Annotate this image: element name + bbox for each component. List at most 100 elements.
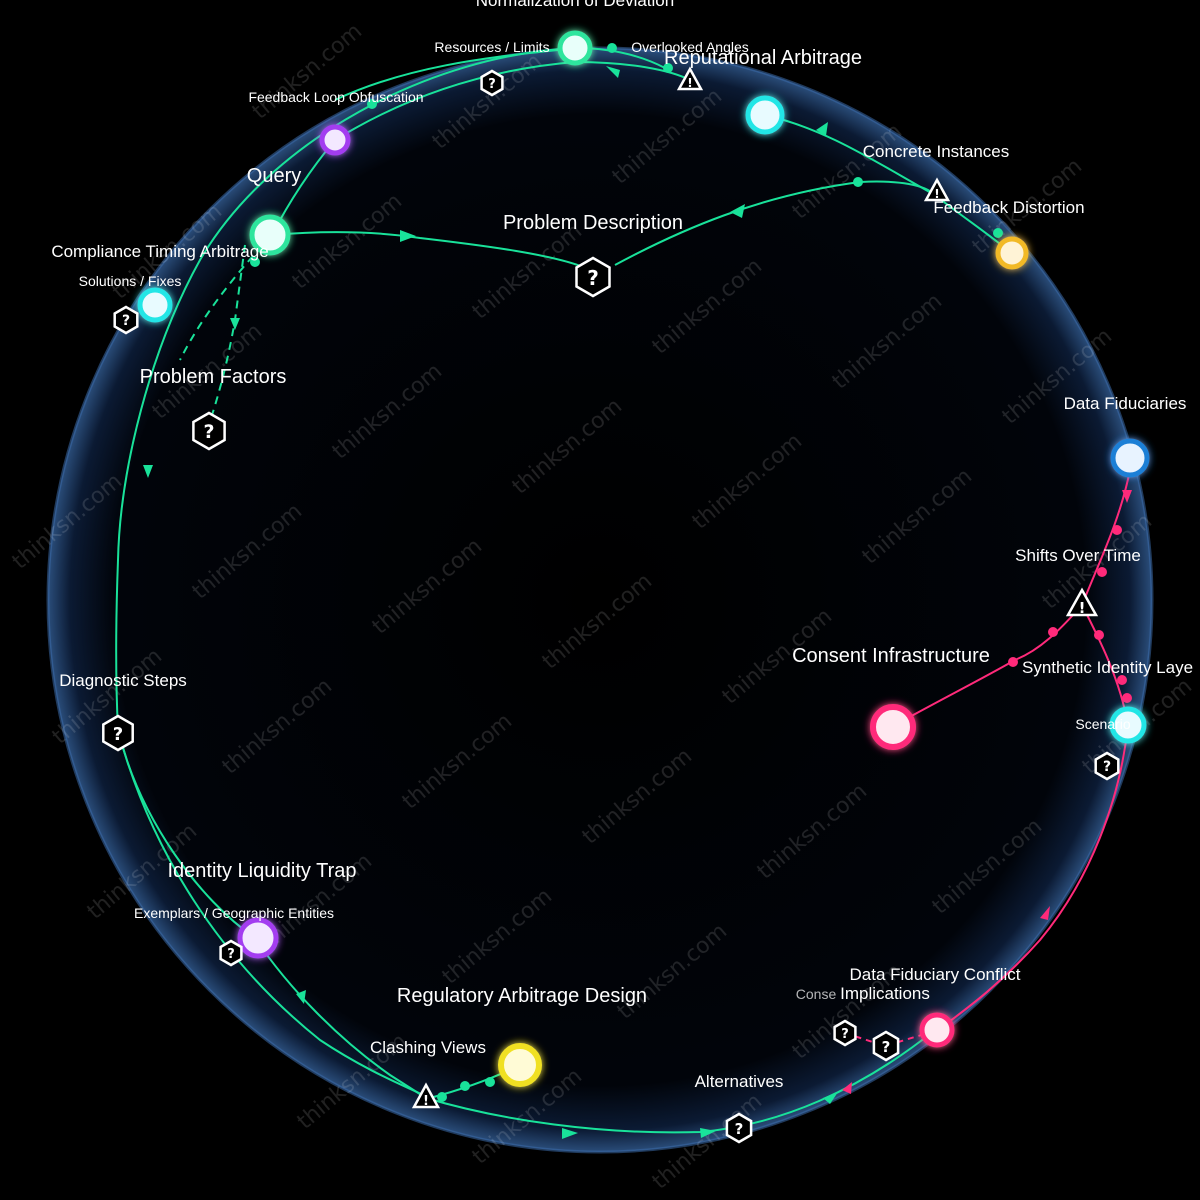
- hexagon-icon: [872, 1030, 900, 1062]
- node-data-fiduciaries[interactable]: [1110, 438, 1150, 478]
- label-feedback-distortion: Feedback Distortion: [933, 198, 1084, 217]
- node-feedback-distortion[interactable]: [995, 236, 1029, 270]
- sphere-rim: [46, 46, 1154, 1154]
- hexagon-icon: [192, 411, 226, 451]
- edge-dot: [1117, 675, 1127, 685]
- label-shifts: Shifts Over Time: [1015, 546, 1141, 565]
- edge-dot: [367, 99, 377, 109]
- question-icon: ?: [122, 313, 130, 329]
- node-feedback-loop-obfuscation[interactable]: [319, 124, 351, 156]
- question-icon: ?: [841, 1027, 849, 1042]
- warning-node-clashing[interactable]: !: [411, 1082, 441, 1109]
- question-node-problem-description[interactable]: ?: [575, 256, 611, 298]
- exclamation-icon: !: [423, 1094, 429, 1109]
- question-icon: ?: [735, 1120, 744, 1138]
- question-node-exemplars[interactable]: ?: [219, 939, 243, 967]
- label-synthetic: Synthetic Identity Laye: [1022, 658, 1193, 677]
- label-overlooked: Overlooked Angles: [631, 39, 749, 55]
- warning-nodes[interactable]: ! ! ! !: [411, 66, 1099, 1109]
- arrowhead: [606, 66, 620, 78]
- edge-dot: [1112, 525, 1122, 535]
- warning-node-overlooked[interactable]: !: [676, 66, 704, 91]
- question-icon: ?: [882, 1038, 891, 1056]
- question-nodes[interactable]: ? ? ? ? ? ? ? ?: [102, 69, 1120, 1144]
- hexagon-icon: [1094, 751, 1120, 781]
- question-icon: ?: [488, 77, 496, 92]
- edge: [254, 937, 427, 1099]
- arrowhead: [1122, 490, 1132, 503]
- label-implications: Implications: [840, 984, 930, 1003]
- nodes[interactable]: [137, 30, 1150, 1087]
- label-concrete: Concrete Instances: [863, 142, 1009, 161]
- warning-icon: [923, 177, 951, 202]
- question-node-solutions[interactable]: ?: [113, 305, 139, 335]
- hexagon-icon: [113, 305, 139, 335]
- label-query: Query: [247, 165, 301, 187]
- edge-dot: [1048, 627, 1058, 637]
- hexagon-icon: [219, 939, 243, 967]
- label-diagnostic: Diagnostic Steps: [59, 671, 187, 690]
- label-normalization: Normalization of Deviation: [476, 0, 674, 10]
- arrowhead: [700, 1128, 716, 1138]
- exclamation-icon: !: [687, 76, 692, 90]
- node-normalization[interactable]: [557, 30, 593, 66]
- arrowhead: [143, 465, 153, 478]
- label-exemplars: Exemplars / Geographic Entities: [134, 905, 334, 921]
- node-data-fiduciary-conflict[interactable]: [919, 1012, 955, 1048]
- arrowhead: [1040, 906, 1050, 920]
- label-consequences: Conse: [796, 986, 837, 1002]
- label-reputational-arbitrage: Reputational Arbitrage: [664, 47, 862, 69]
- green-arrowheads: [143, 66, 838, 1139]
- label-identity-trap: Identity Liquidity Trap: [168, 860, 357, 882]
- edge-dot: [1008, 657, 1018, 667]
- question-node-resources[interactable]: ?: [480, 69, 504, 97]
- edge: [115, 47, 576, 731]
- edge: [614, 180, 936, 266]
- hexagon-icon: [102, 714, 134, 752]
- question-node-implications[interactable]: ?: [872, 1030, 900, 1062]
- label-clashing: Clashing Views: [370, 1038, 486, 1057]
- sphere-background: [48, 48, 1152, 1152]
- label-problem-description: Problem Description: [503, 212, 683, 234]
- edge-dot: [993, 228, 1003, 238]
- node-reputational-arbitrage[interactable]: [745, 95, 785, 135]
- label-alternatives: Alternatives: [695, 1072, 784, 1091]
- exclamation-icon: !: [1079, 599, 1086, 617]
- hexagon-icon: [575, 256, 611, 298]
- label-compliance: Compliance Timing Arbitrage: [51, 242, 268, 261]
- hexagon-icon: [833, 1019, 857, 1047]
- warning-node-shifts[interactable]: !: [1065, 587, 1099, 617]
- arrowhead: [230, 318, 240, 330]
- edge: [271, 231, 591, 271]
- edge-dot: [607, 43, 617, 53]
- node-consent-infrastructure[interactable]: [870, 704, 916, 750]
- edge-dot: [1094, 630, 1104, 640]
- edge-dot: [663, 63, 673, 73]
- edge: [764, 114, 936, 196]
- arrowhead: [842, 1082, 852, 1094]
- edge: [937, 724, 1129, 1031]
- question-node-consequences[interactable]: ?: [833, 1019, 857, 1047]
- question-node-problem-factors[interactable]: ?: [192, 411, 226, 451]
- node-compliance-timing-arbitrage[interactable]: [137, 287, 173, 323]
- arrowhead: [823, 1092, 838, 1104]
- question-node-diagnostic-steps[interactable]: ?: [102, 714, 134, 752]
- label-scenario: Scenario: [1075, 716, 1130, 732]
- warning-node-concrete[interactable]: !: [923, 177, 951, 202]
- label-regulatory: Regulatory Arbitrage Design: [397, 985, 647, 1007]
- node-regulatory-arbitrage-design[interactable]: [498, 1043, 542, 1087]
- edge-dot: [853, 177, 863, 187]
- node-synthetic-identity-layer[interactable]: [1109, 706, 1147, 744]
- node-labels: Normalization of Deviation Resources / L…: [51, 0, 1193, 1091]
- node-query[interactable]: [249, 214, 291, 256]
- exclamation-icon: !: [934, 187, 939, 201]
- arrowhead: [400, 230, 416, 242]
- node-identity-liquidity-trap[interactable]: [237, 917, 279, 959]
- label-feedback-loop: Feedback Loop Obfuscation: [248, 89, 423, 105]
- hexagon-icon: [725, 1112, 753, 1144]
- question-node-scenario[interactable]: ?: [1094, 751, 1120, 781]
- arrowhead: [296, 990, 306, 1004]
- question-node-alternatives[interactable]: ?: [725, 1112, 753, 1144]
